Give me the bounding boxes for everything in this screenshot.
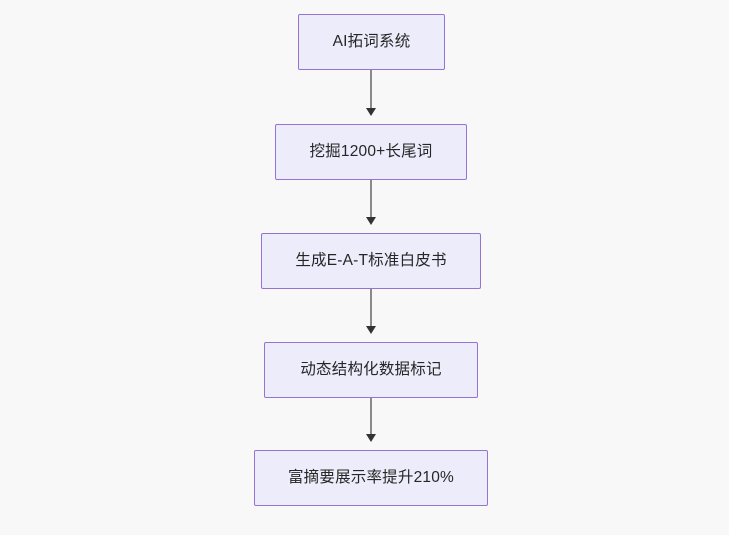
arrow-down-icon (365, 107, 376, 116)
flowchart-node-3-label: 生成E-A-T标准白皮书 (295, 251, 447, 269)
flowchart-node-5-label: 富摘要展示率提升210% (287, 468, 455, 486)
flowchart-node-3[interactable]: 生成E-A-T标准白皮书 (261, 233, 481, 289)
flowchart-node-1[interactable]: AI拓词系统 (298, 14, 445, 70)
flowchart-node-4-label: 动态结构化数据标记 (300, 360, 442, 378)
flowchart-edge-3-4 (370, 289, 372, 326)
flowchart-node-2-label: 挖掘1200+长尾词 (309, 142, 433, 160)
flowchart-node-1-label: AI拓词系统 (332, 32, 411, 50)
arrow-down-icon (365, 325, 376, 334)
flowchart-edge-2-3 (370, 180, 372, 217)
flowchart-edge-4-5 (370, 398, 372, 434)
flowchart-edge-1-2 (370, 70, 372, 108)
arrow-down-icon (365, 433, 376, 442)
arrow-down-icon (365, 216, 376, 225)
flowchart-node-2[interactable]: 挖掘1200+长尾词 (275, 124, 467, 180)
flowchart-node-4[interactable]: 动态结构化数据标记 (264, 342, 478, 398)
flowchart-node-5[interactable]: 富摘要展示率提升210% (254, 450, 488, 506)
